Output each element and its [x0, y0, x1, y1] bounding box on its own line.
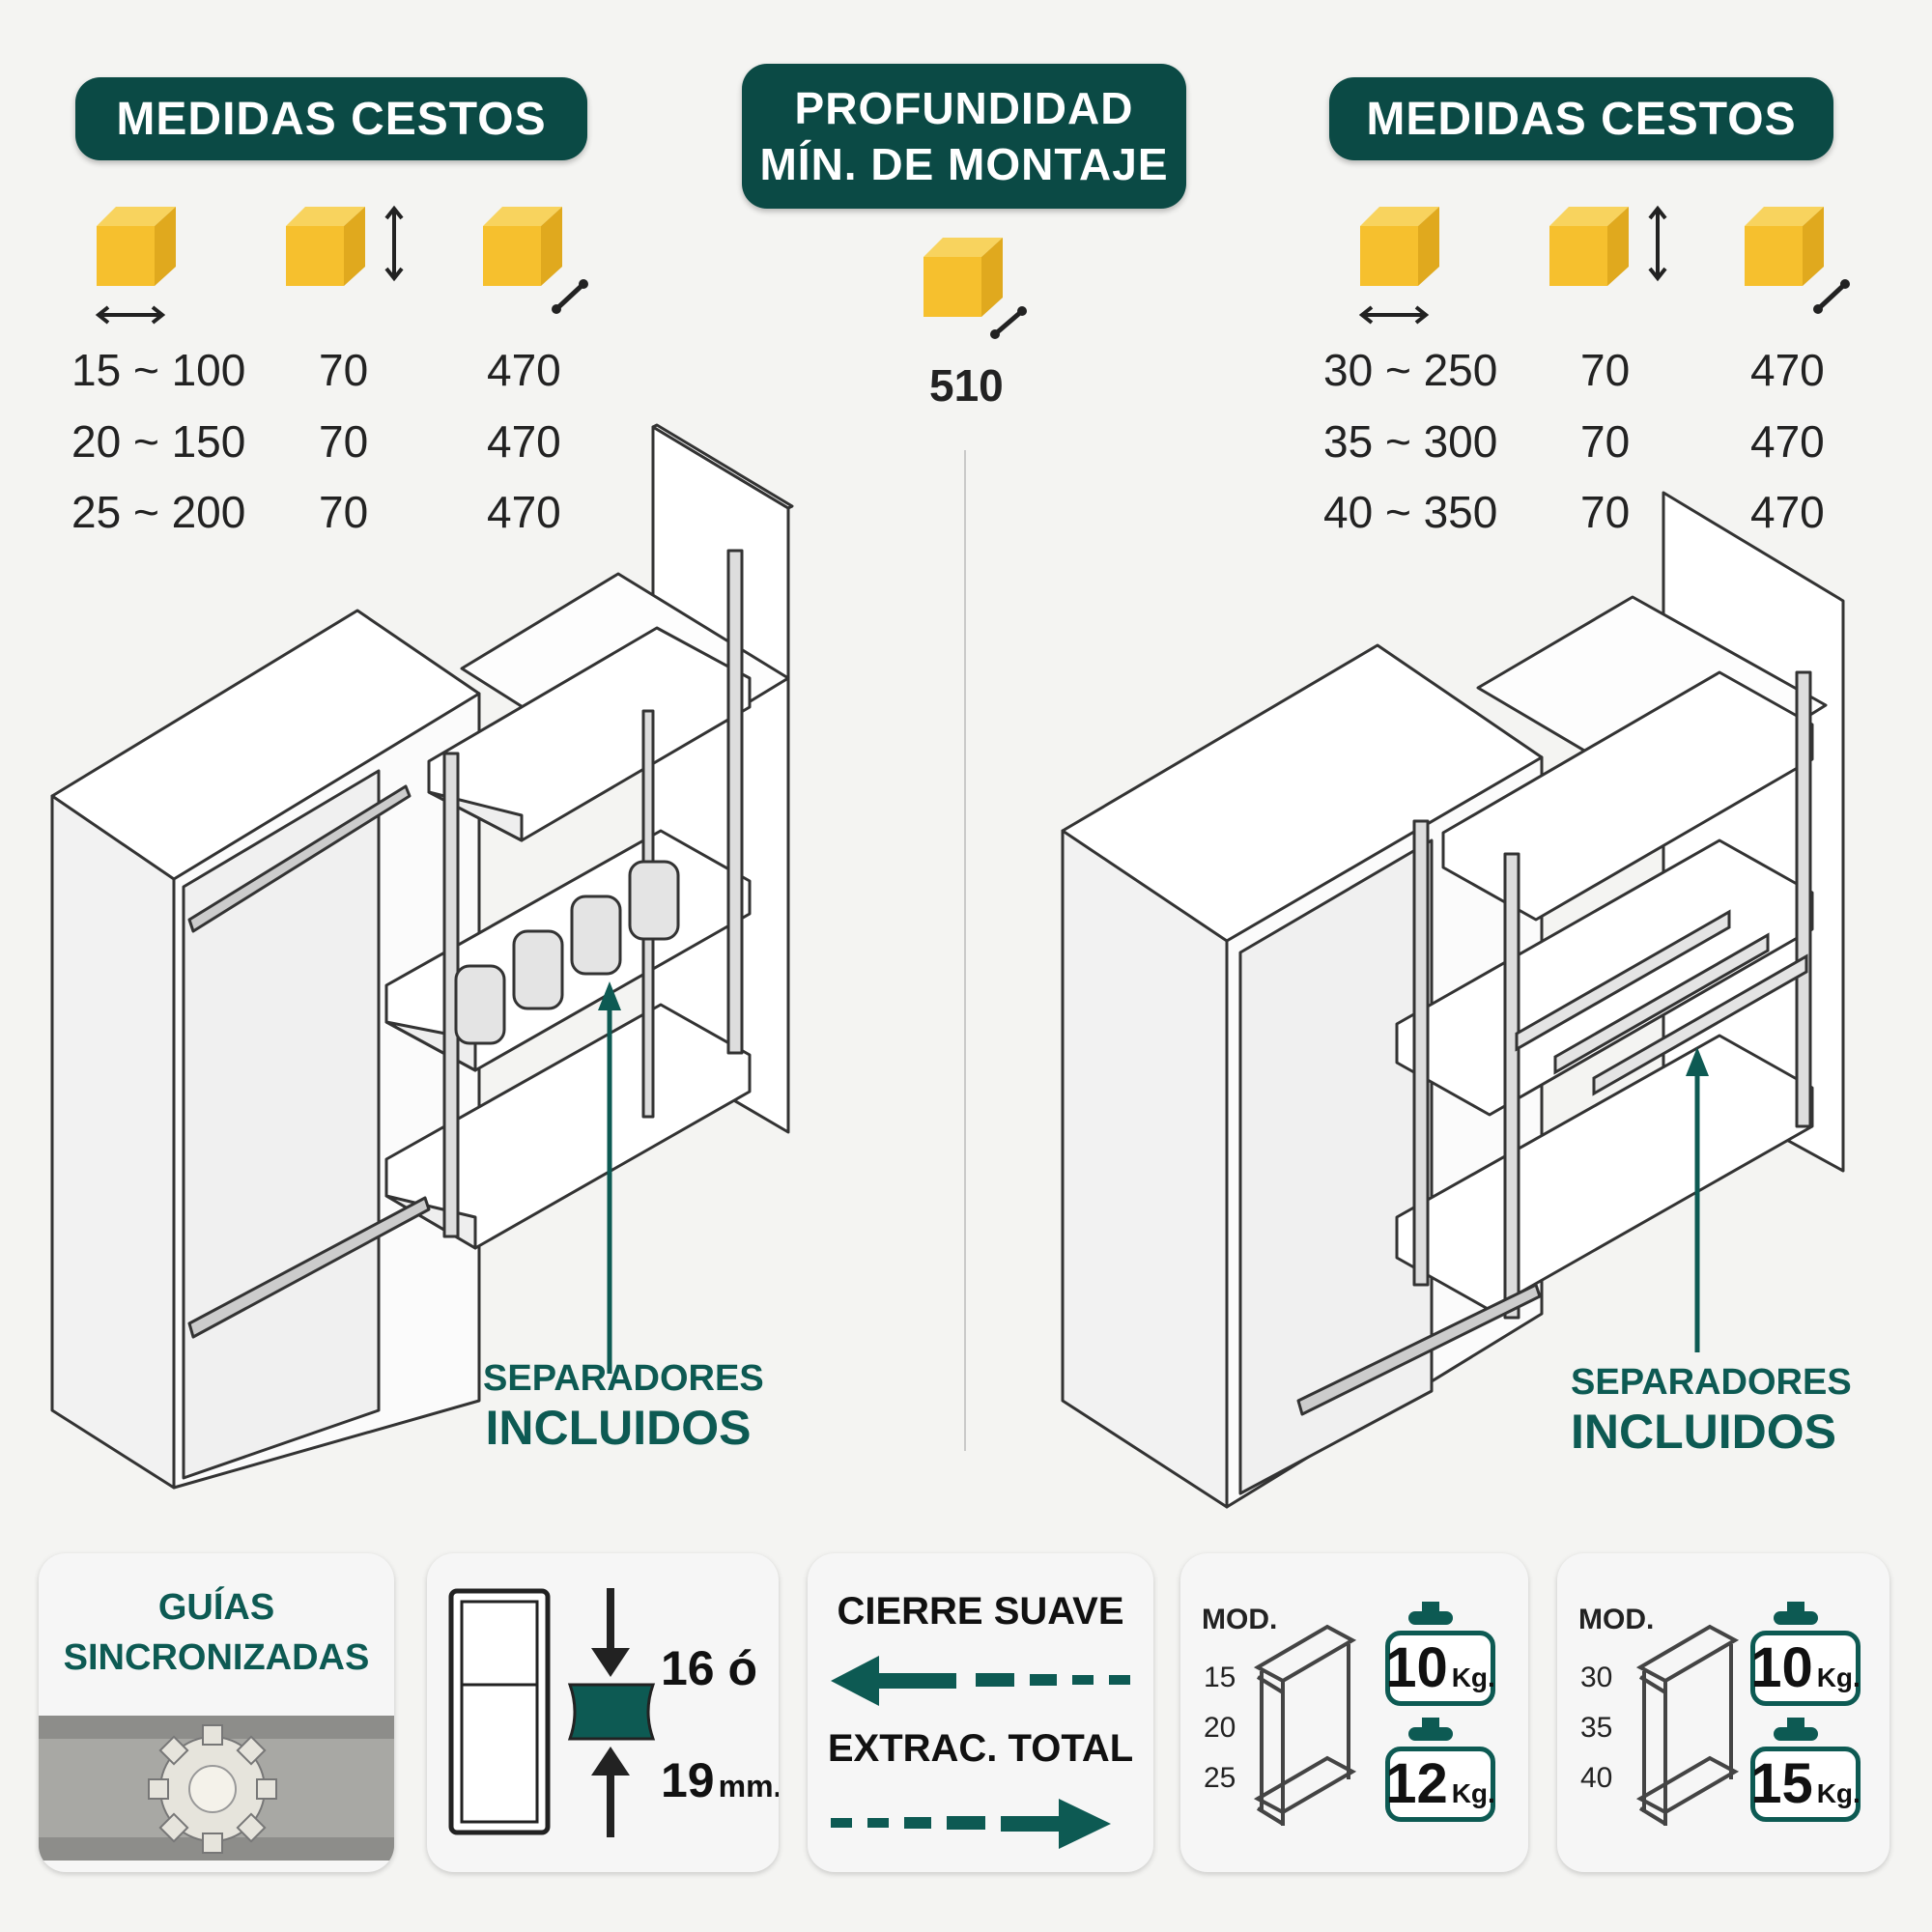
width-cube-icon [95, 207, 176, 325]
mod-label-small: MOD. [1202, 1604, 1278, 1635]
guias-label: GUÍAS SINCRONIZADAS [39, 1582, 394, 1683]
center-header-line1: PROFUNDIDAD [794, 83, 1134, 133]
weight-large-1-value: 10 [1750, 1636, 1813, 1699]
right-row1-height: 70 [1580, 345, 1631, 395]
right-row1-depth: 470 [1750, 345, 1825, 395]
left-row2-width: 20 ~ 150 [71, 416, 246, 467]
right-separator-arrow [1686, 1047, 1709, 1352]
gear-rail-icon [39, 1716, 394, 1861]
mod-label-large: MOD. [1578, 1604, 1655, 1635]
weight-icon-15kg [1774, 1718, 1818, 1741]
right-cabinet-illustration [1061, 491, 1845, 1509]
depth-cube-icon-center [923, 238, 1027, 339]
height-cube-icon [286, 205, 404, 286]
mod-large-2: 35 [1580, 1712, 1613, 1744]
left-separator-arrow [598, 981, 621, 1374]
left-row2-depth: 470 [487, 416, 561, 467]
mod-small-2: 20 [1204, 1712, 1236, 1744]
right-separadores-line1: SEPARADORES [1571, 1362, 1852, 1403]
right-header-text: MEDIDAS CESTOS [1366, 93, 1797, 145]
basket-icon-large [1635, 1624, 1740, 1826]
left-row1-height: 70 [319, 345, 369, 395]
left-separadores-line2: INCLUIDOS [485, 1401, 752, 1455]
soft-close-arrow-icon [831, 1656, 1130, 1706]
mod-large-1: 30 [1580, 1662, 1613, 1693]
center-depth-value: 510 [929, 360, 1004, 411]
extraccion-total-label: EXTRAC. TOTAL [827, 1727, 1134, 1770]
center-divider [964, 450, 966, 1451]
mod-large-3: 40 [1580, 1762, 1613, 1794]
weight-large-1-unit: Kg. [1816, 1662, 1861, 1692]
card-cierre-extraccion: CIERRE SUAVE EXTRAC. TOTAL [808, 1553, 1153, 1872]
right-row3-width: 40 ~ 350 [1323, 487, 1498, 537]
depth-cube-icon-right [1745, 207, 1850, 314]
basket-icon-small [1253, 1624, 1357, 1826]
left-header-text: MEDIDAS CESTOS [116, 93, 547, 145]
weight-icon-10kg [1408, 1602, 1453, 1625]
right-row2-height: 70 [1580, 416, 1631, 467]
mod-small-1: 15 [1204, 1662, 1236, 1693]
right-row2-depth: 470 [1750, 416, 1825, 467]
left-row1-width: 15 ~ 100 [71, 345, 246, 395]
weight-large-2-value: 15 [1750, 1752, 1813, 1815]
right-separadores-line2: INCLUIDOS [1571, 1405, 1836, 1459]
height-cube-icon-right [1549, 205, 1667, 286]
left-row3-depth: 470 [487, 487, 561, 537]
center-header: PROFUNDIDAD MÍN. DE MONTAJE [742, 64, 1186, 209]
depth-cube-icon [483, 207, 588, 314]
board-thickness-line1: 16 ó [661, 1641, 758, 1695]
width-cube-icon-right [1358, 207, 1439, 325]
left-header: MEDIDAS CESTOS [75, 77, 587, 160]
mod-small-3: 25 [1204, 1762, 1236, 1794]
card-guias-sincronizadas: GUÍAS SINCRONIZADAS [39, 1553, 394, 1872]
right-row2-width: 35 ~ 300 [1323, 416, 1498, 467]
right-row3-height: 70 [1580, 487, 1631, 537]
guias-line2: SINCRONIZADAS [63, 1637, 370, 1678]
cierre-suave-label: CIERRE SUAVE [837, 1590, 1124, 1633]
left-row3-width: 25 ~ 200 [71, 487, 246, 537]
board-panel-icon [448, 1588, 551, 1835]
thickness-arrows-icon [567, 1588, 656, 1837]
guias-line1: GUÍAS [157, 1587, 275, 1628]
left-row3-height: 70 [319, 487, 369, 537]
full-extension-arrow-icon [831, 1799, 1111, 1849]
right-row1-width: 30 ~ 250 [1323, 345, 1498, 395]
left-cabinet-illustration [50, 423, 794, 1490]
weight-small-1-unit: Kg. [1451, 1662, 1495, 1692]
weight-icon-10kg-large [1774, 1602, 1818, 1625]
weight-small-2-value: 12 [1385, 1752, 1448, 1815]
right-separadores-label: SEPARADORES INCLUIDOS [1571, 1362, 1852, 1460]
left-separadores-label: SEPARADORES INCLUIDOS [483, 1358, 764, 1456]
left-row1-depth: 470 [487, 345, 561, 395]
left-separadores-line1: SEPARADORES [483, 1358, 764, 1399]
weight-small-1-value: 10 [1385, 1636, 1448, 1699]
weight-small-2-unit: Kg. [1451, 1778, 1495, 1808]
center-header-line2: MÍN. DE MONTAJE [759, 139, 1169, 189]
right-row3-depth: 470 [1750, 487, 1825, 537]
left-row2-height: 70 [319, 416, 369, 467]
board-thickness-unit: mm. [718, 1769, 779, 1804]
weight-large-2-unit: Kg. [1816, 1778, 1861, 1808]
right-header: MEDIDAS CESTOS [1329, 77, 1833, 160]
board-thickness-value: 19 [661, 1753, 715, 1807]
weight-icon-12kg [1408, 1718, 1453, 1741]
